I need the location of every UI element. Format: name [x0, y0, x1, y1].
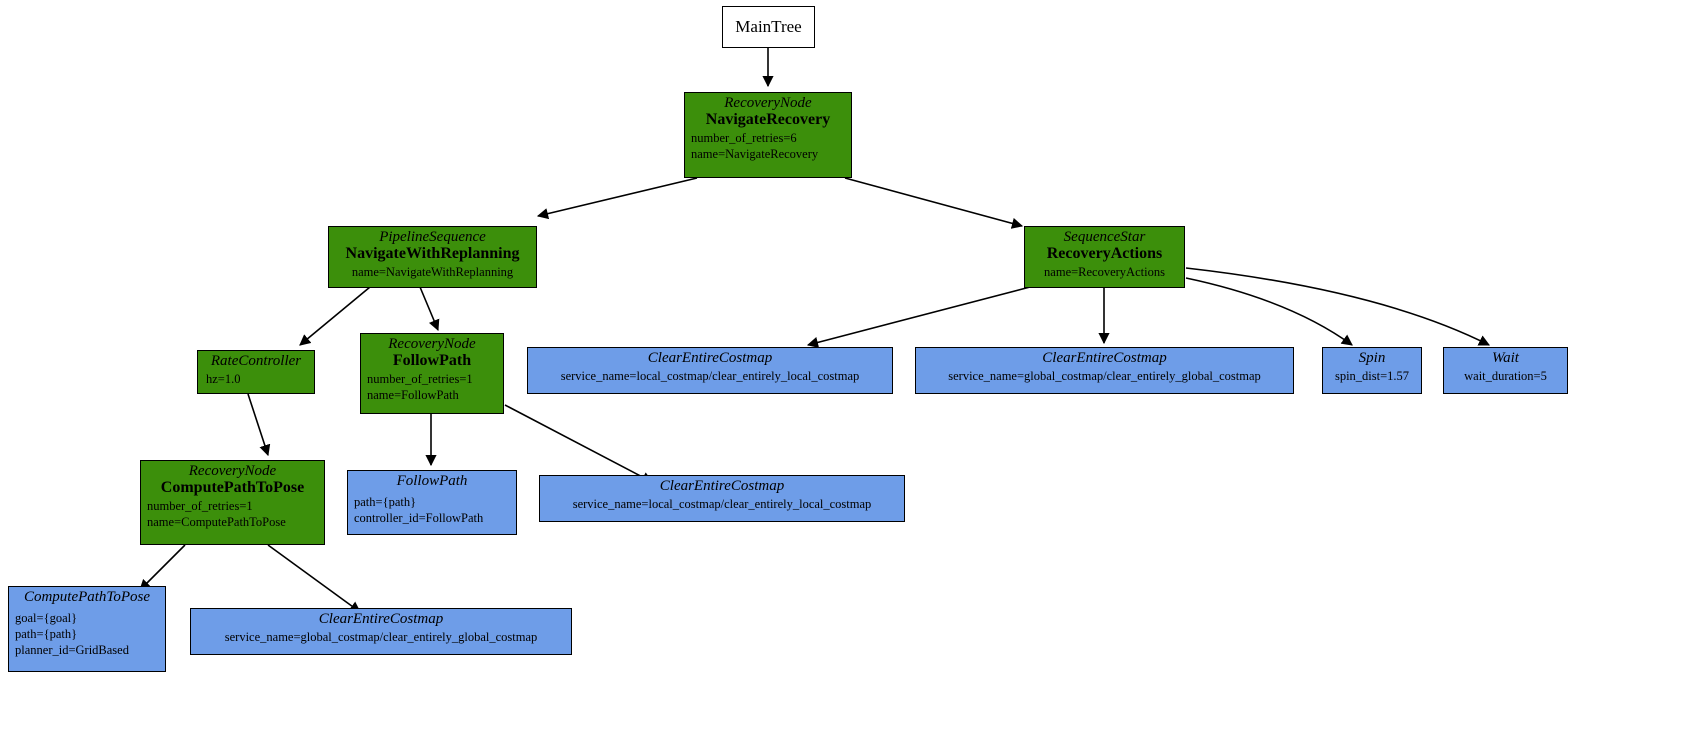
node-clear-local-costmap-recovery-type: ClearEntireCostmap — [647, 350, 773, 366]
node-main-tree[interactable]: MainTree — [722, 6, 815, 48]
edge-recoveryactions-to-wait — [1185, 267, 1491, 346]
param: spin_dist=1.57 — [1334, 369, 1410, 383]
node-recovery-actions-name: RecoveryActions — [1046, 245, 1163, 262]
param: name=RecoveryActions — [1044, 265, 1165, 279]
param: number_of_retries=1 — [147, 499, 253, 513]
node-clear-global-costmap-recovery-params: service_name=global_costmap/clear_entire… — [922, 368, 1287, 384]
node-recovery-actions-params: name=RecoveryActions — [1031, 264, 1178, 280]
node-clear-local-costmap-recovery[interactable]: ClearEntireCostmap service_name=local_co… — [527, 347, 893, 394]
param: name=NavigateRecovery — [691, 147, 819, 161]
node-compute-path-to-pose-action[interactable]: ComputePathToPose goal={goal} path={path… — [8, 586, 166, 672]
node-wait-params: wait_duration=5 — [1450, 368, 1561, 384]
node-follow-path-action[interactable]: FollowPath path={path} controller_id=Fol… — [347, 470, 517, 535]
node-clear-local-costmap-recovery-params: service_name=local_costmap/clear_entirel… — [534, 368, 886, 384]
node-spin[interactable]: Spin spin_dist=1.57 — [1322, 347, 1422, 394]
node-navigate-recovery-type: RecoveryNode — [724, 95, 812, 111]
node-clear-local-costmap-followpath-params: service_name=local_costmap/clear_entirel… — [546, 496, 898, 512]
param: name=NavigateWithReplanning — [351, 265, 514, 279]
param: name=ComputePathToPose — [147, 515, 286, 529]
edge-recoveryactions-to-clearlocal — [806, 286, 1031, 348]
node-compute-path-to-pose-recovery[interactable]: RecoveryNode ComputePathToPose number_of… — [140, 460, 325, 545]
node-clear-local-costmap-followpath[interactable]: ClearEntireCostmap service_name=local_co… — [539, 475, 905, 522]
node-main-tree-label: MainTree — [735, 17, 802, 36]
param: wait_duration=5 — [1464, 369, 1547, 383]
node-clear-global-costmap-computepath[interactable]: ClearEntireCostmap service_name=global_c… — [190, 608, 572, 655]
edge-navigaterecovery-to-navigatewithreplanning — [536, 177, 698, 220]
edge-computepathrecovery-to-computepathaction — [139, 544, 186, 591]
node-clear-global-costmap-recovery[interactable]: ClearEntireCostmap service_name=global_c… — [915, 347, 1294, 394]
node-clear-local-costmap-followpath-type: ClearEntireCostmap — [659, 478, 785, 494]
node-compute-path-to-pose-action-params: goal={goal} path={path} planner_id=GridB… — [15, 610, 159, 658]
param: planner_id=GridBased — [15, 643, 129, 657]
param: name=FollowPath — [367, 388, 459, 402]
edge-followpathrecovery-to-clearlocal2 — [504, 404, 653, 483]
node-compute-path-to-pose-recovery-type: RecoveryNode — [188, 463, 277, 479]
node-compute-path-to-pose-recovery-name: ComputePathToPose — [160, 479, 305, 496]
node-compute-path-to-pose-recovery-params: number_of_retries=1 name=ComputePathToPo… — [147, 498, 318, 530]
node-recovery-actions-type: SequenceStar — [1063, 229, 1146, 245]
node-navigate-recovery[interactable]: RecoveryNode NavigateRecovery number_of_… — [684, 92, 852, 178]
param: goal={goal} — [15, 611, 78, 625]
node-spin-params: spin_dist=1.57 — [1329, 368, 1415, 384]
node-navigate-with-replanning-params: name=NavigateWithReplanning — [335, 264, 530, 280]
node-navigate-with-replanning[interactable]: PipelineSequence NavigateWithReplanning … — [328, 226, 537, 288]
node-follow-path-recovery[interactable]: RecoveryNode FollowPath number_of_retrie… — [360, 333, 504, 414]
param: hz=1.0 — [206, 372, 241, 386]
node-rate-controller-params: hz=1.0 — [204, 371, 308, 387]
edge-recoveryactions-to-spin — [1185, 277, 1353, 346]
node-recovery-actions[interactable]: SequenceStar RecoveryActions name=Recove… — [1024, 226, 1185, 288]
node-clear-global-costmap-computepath-params: service_name=global_costmap/clear_entire… — [197, 629, 565, 645]
param: path={path} — [15, 627, 78, 641]
node-navigate-recovery-name: NavigateRecovery — [705, 111, 831, 128]
param: path={path} — [354, 495, 417, 509]
node-navigate-with-replanning-name: NavigateWithReplanning — [345, 245, 520, 262]
node-follow-path-recovery-type: RecoveryNode — [388, 336, 476, 352]
param: service_name=global_costmap/clear_entire… — [948, 369, 1261, 383]
param: number_of_retries=6 — [691, 131, 797, 145]
node-follow-path-recovery-params: number_of_retries=1 name=FollowPath — [367, 371, 497, 403]
node-wait[interactable]: Wait wait_duration=5 — [1443, 347, 1568, 394]
param: controller_id=FollowPath — [354, 511, 484, 525]
edge-computepathrecovery-to-clearglobal2 — [267, 544, 361, 613]
node-follow-path-recovery-name: FollowPath — [392, 352, 472, 369]
node-follow-path-action-params: path={path} controller_id=FollowPath — [354, 494, 510, 526]
node-rate-controller[interactable]: RateController hz=1.0 — [197, 350, 315, 394]
node-wait-type: Wait — [1492, 350, 1519, 366]
node-navigate-recovery-params: number_of_retries=6 name=NavigateRecover… — [691, 130, 845, 162]
node-clear-global-costmap-computepath-type: ClearEntireCostmap — [318, 611, 444, 627]
param: service_name=local_costmap/clear_entirel… — [572, 497, 872, 511]
edge-navigaterecovery-to-recoveryactions — [844, 177, 1024, 229]
node-compute-path-to-pose-action-type: ComputePathToPose — [23, 589, 151, 605]
node-spin-type: Spin — [1358, 350, 1386, 366]
node-follow-path-action-type: FollowPath — [396, 473, 468, 489]
node-rate-controller-type: RateController — [210, 353, 302, 369]
node-navigate-with-replanning-type: PipelineSequence — [379, 229, 486, 245]
edge-navigatewithreplanning-to-followpathrecovery — [419, 286, 440, 332]
node-clear-global-costmap-recovery-type: ClearEntireCostmap — [1042, 350, 1167, 366]
param: service_name=local_costmap/clear_entirel… — [560, 369, 860, 383]
edge-ratecontroller-to-computepathrecovery — [247, 393, 271, 457]
param: service_name=global_costmap/clear_entire… — [224, 630, 538, 644]
param: number_of_retries=1 — [367, 372, 473, 386]
